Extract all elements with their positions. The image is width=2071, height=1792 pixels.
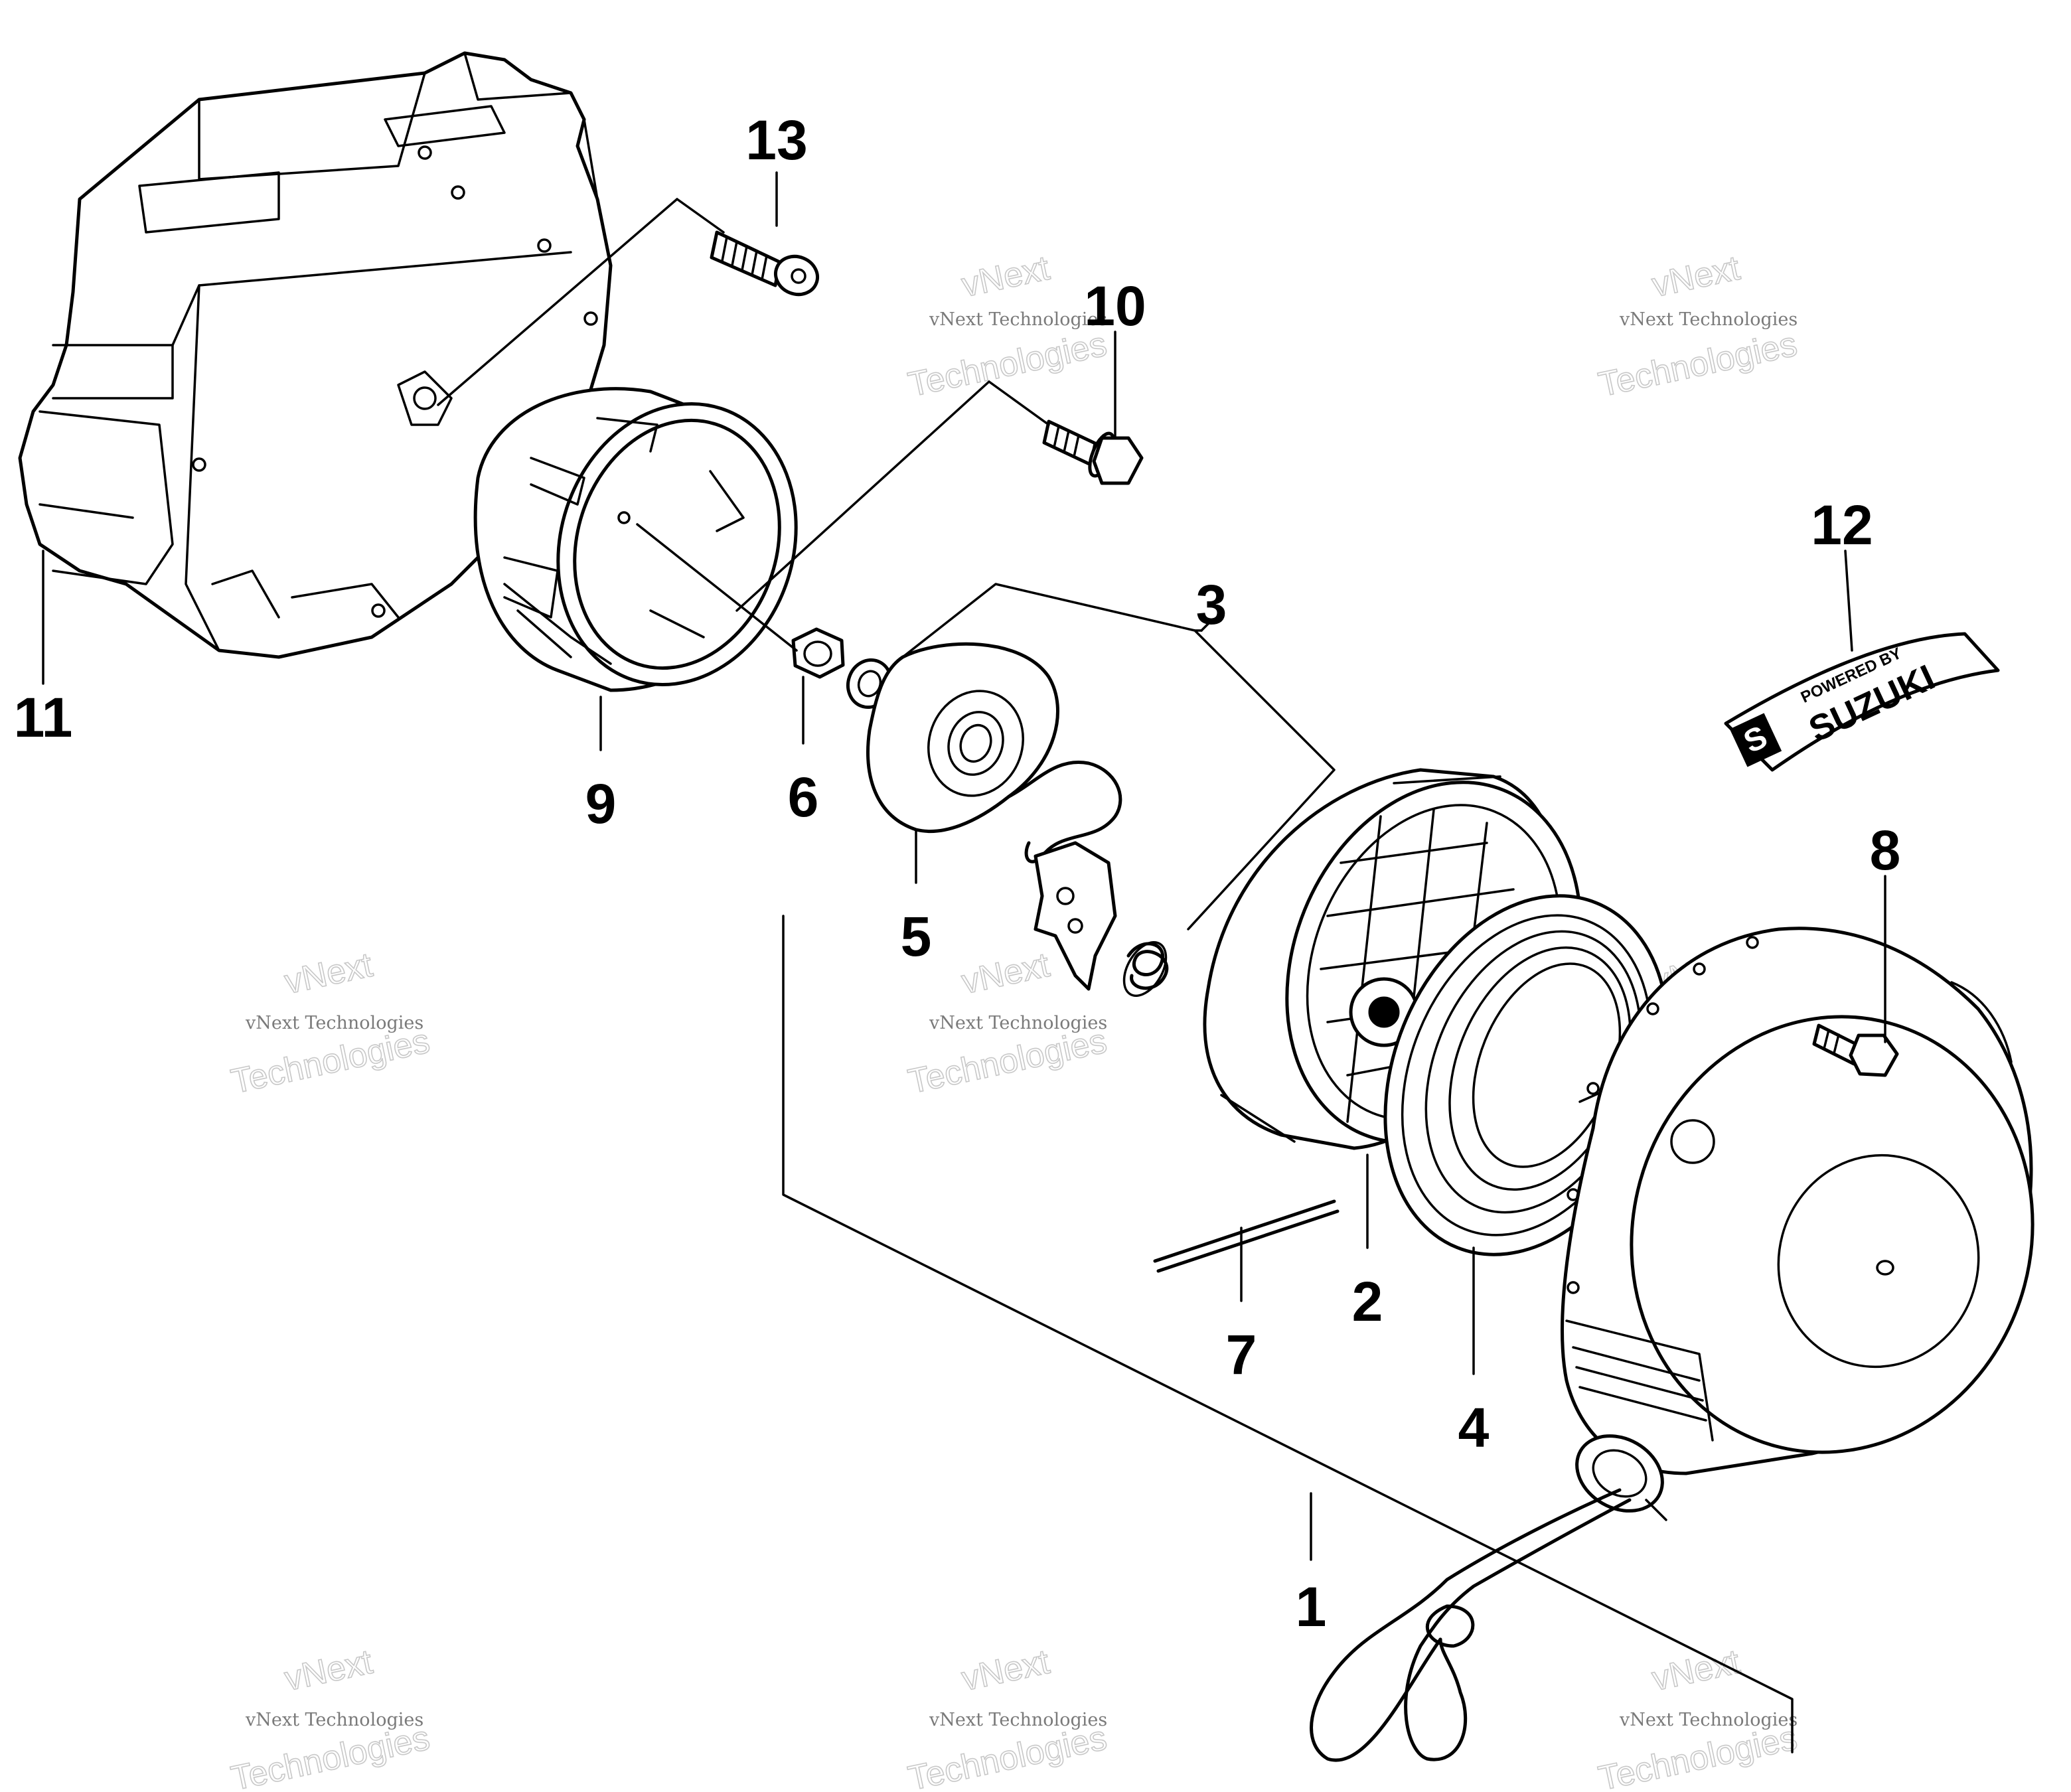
starter-case <box>1561 927 2034 1475</box>
part-label-10: 10 <box>1084 275 1146 337</box>
watermark-middle-left: vNext Technologies vNext Technologies <box>228 945 434 1102</box>
watermark-bottom-left: vNext Technologies vNext Technologies <box>228 1642 434 1792</box>
part-number-labels: 1 2 3 4 5 6 7 8 9 10 11 12 13 <box>14 109 1901 1638</box>
part-label-13: 13 <box>745 109 807 171</box>
cap-screw-part-13 <box>710 230 819 297</box>
watermark-top-center: vNext Technologies vNext Technologies <box>905 248 1111 405</box>
pawl-spring <box>1122 940 1169 998</box>
watermark-large-word: vNext <box>281 946 376 1002</box>
guide-13 <box>437 198 725 406</box>
watermark-large-word: Technologies <box>905 325 1110 404</box>
part-label-6: 6 <box>788 766 819 828</box>
watermark-bottom-right: vNext Technologies vNext Technologies <box>1595 1642 1802 1792</box>
part-label-3: 3 <box>1196 573 1227 636</box>
rope-part-7 <box>1153 1199 1340 1273</box>
watermark-large-word: vNext <box>959 1643 1053 1698</box>
watermark-large-word: vNext <box>959 946 1053 1002</box>
watermark-text: vNext Technologies <box>245 1013 423 1033</box>
part-label-9: 9 <box>585 773 617 835</box>
part-label-1: 1 <box>1296 1576 1327 1638</box>
watermark-top-right: vNext Technologies vNext Technologies <box>1595 248 1802 405</box>
starter-rope-loop <box>1310 1488 1632 1762</box>
watermark-large-word: Technologies <box>1595 325 1800 404</box>
screw-part-8 <box>1812 1023 1899 1077</box>
decal-part-12: S POWERED BY SUZUKI <box>1724 632 2000 772</box>
starter-pulley-part-9 <box>473 387 798 692</box>
part-label-2: 2 <box>1352 1270 1383 1333</box>
watermark-text: vNext Technologies <box>245 1710 423 1730</box>
leader-3 <box>1200 623 1209 632</box>
watermark-text: vNext Technologies <box>1619 1710 1798 1730</box>
pawl-part <box>1034 841 1117 991</box>
watermark-large-word: vNext <box>1649 249 1744 305</box>
watermark-large-word: vNext <box>281 1643 376 1698</box>
leader-12 <box>1844 550 1853 652</box>
watermark-text: vNext Technologies <box>929 309 1107 330</box>
watermark-large-word: Technologies <box>228 1021 433 1101</box>
part-label-8: 8 <box>1870 819 1901 881</box>
flange-bolt-part-10 <box>1042 419 1144 485</box>
nut-part-6 <box>791 627 845 679</box>
part-label-11: 11 <box>14 686 73 749</box>
part-label-12: 12 <box>1811 494 1873 556</box>
shaft-line <box>636 523 798 652</box>
bracket-1 <box>782 915 1794 1754</box>
guide-10 <box>735 380 1050 612</box>
watermark-text: vNext Technologies <box>929 1013 1107 1033</box>
watermark-bottom-center: vNext Technologies vNext Technologies <box>905 1642 1111 1792</box>
watermark-text: vNext Technologies <box>1619 309 1798 330</box>
watermark-text: vNext Technologies <box>929 1710 1107 1730</box>
part-label-7: 7 <box>1226 1323 1257 1386</box>
part-label-4: 4 <box>1458 1396 1490 1459</box>
leader-lines <box>42 171 1886 1754</box>
watermark-large-word: vNext <box>959 249 1053 305</box>
ratchet-plate-part-5 <box>866 642 1059 834</box>
part-label-5: 5 <box>901 905 932 968</box>
watermark-large-word: Technologies <box>905 1021 1110 1101</box>
rope-guide <box>1575 1434 1667 1521</box>
